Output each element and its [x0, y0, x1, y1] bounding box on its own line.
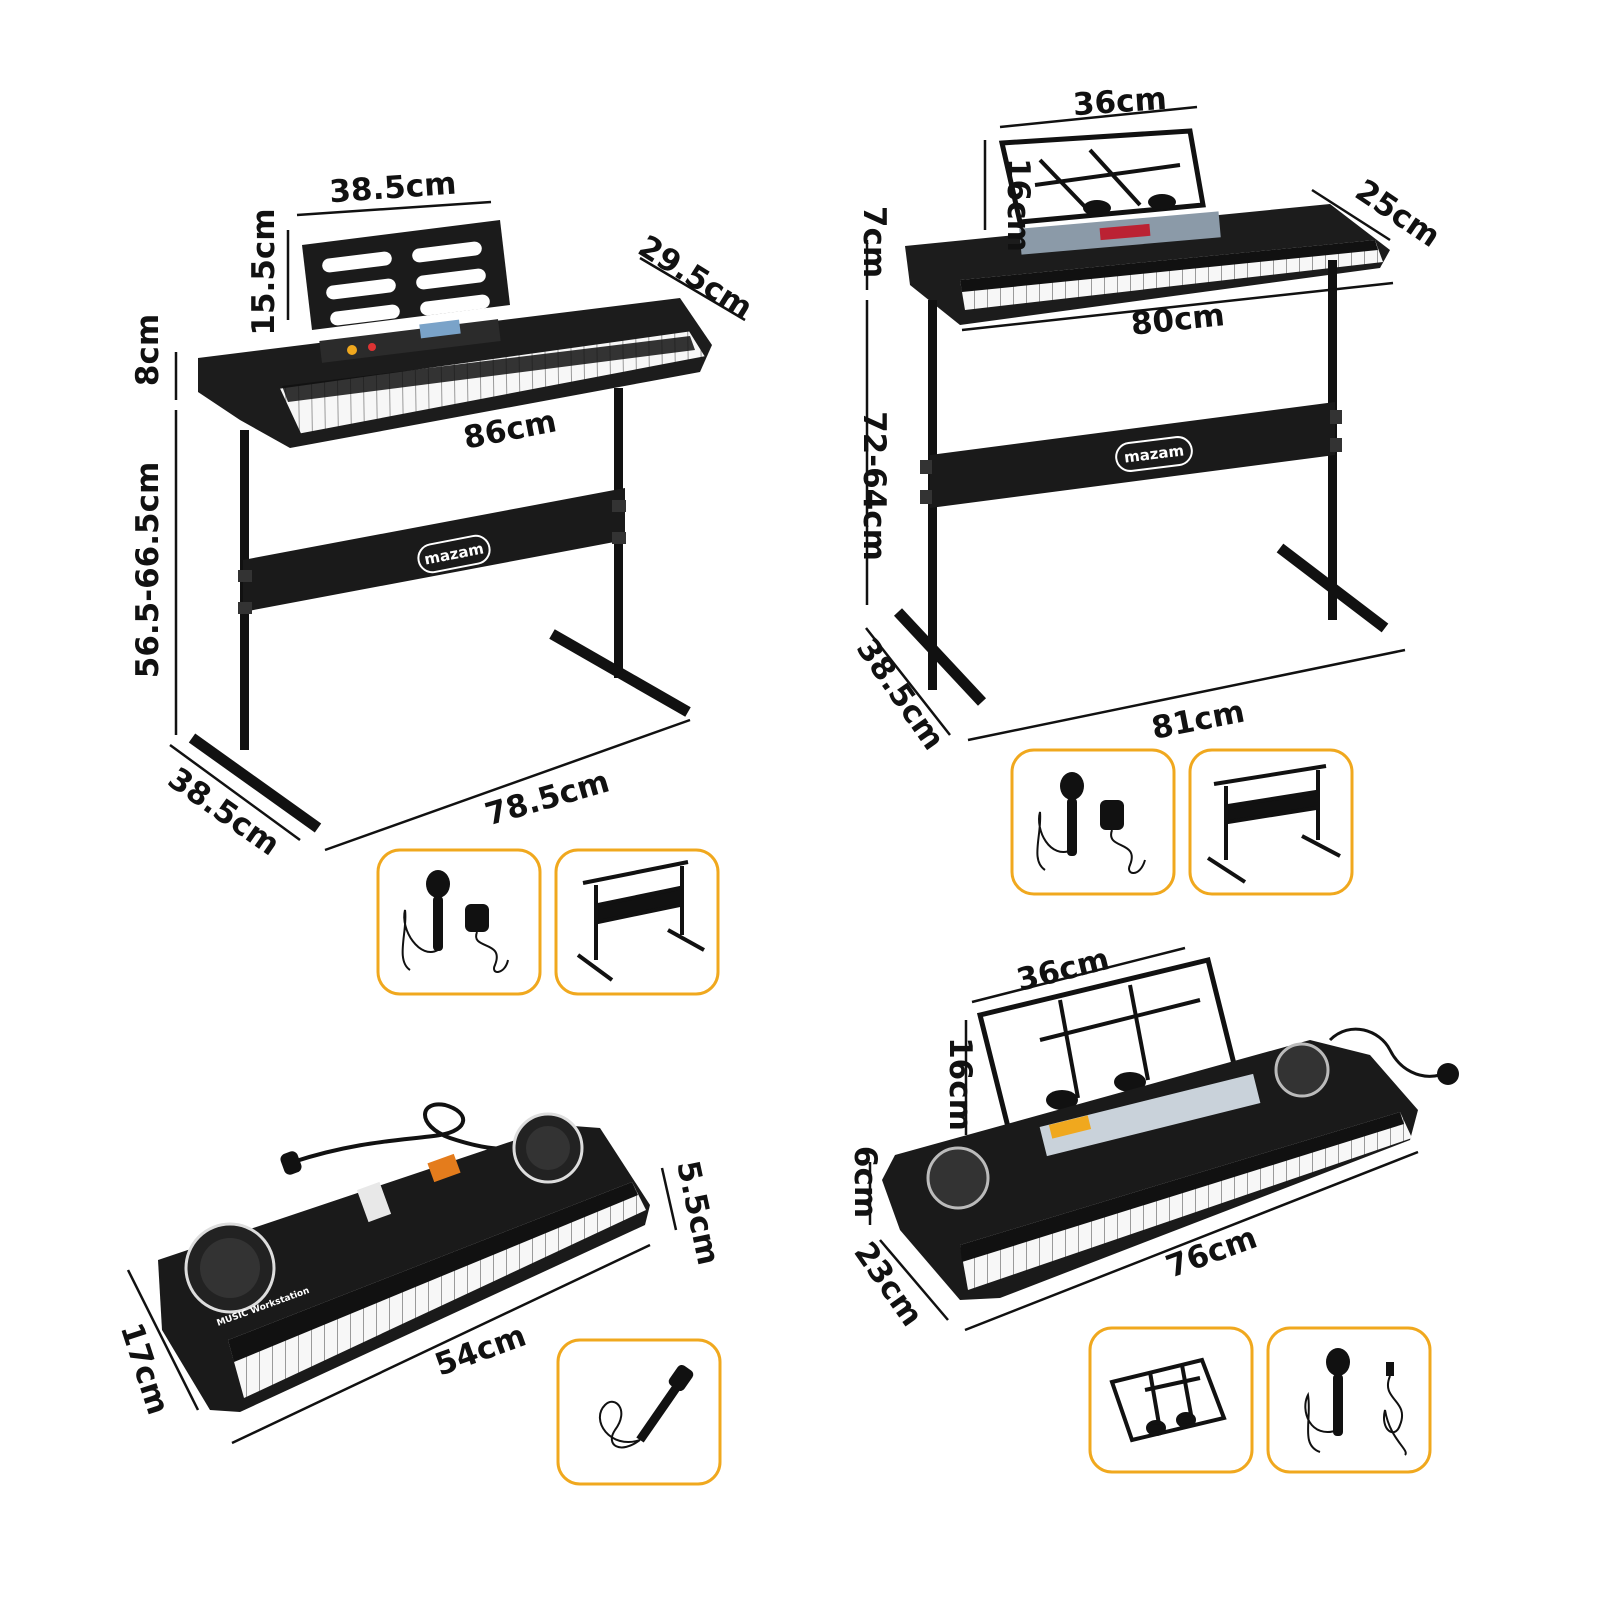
stand-height-label: 15.5cm — [246, 208, 282, 335]
dimension-lines — [126, 1167, 678, 1445]
keyboard-body — [198, 298, 712, 448]
base-width-label: 78.5cm — [481, 764, 613, 834]
stand-height-label: 16cm — [1000, 158, 1036, 252]
music-stand-icon — [1109, 1357, 1227, 1443]
accessory-panel-stand — [554, 848, 720, 996]
music-stand — [998, 128, 1206, 225]
accessory-panel-microphone-usb — [1266, 1326, 1432, 1474]
keyboard-body — [905, 204, 1390, 325]
microphone-adapter-icon — [1036, 772, 1146, 874]
keyboard-stand: mazam — [893, 260, 1389, 706]
product-keyboard-stand-b: mazam 36cm 16cm 25cm 7cm 80cm 72-64cm 38… — [849, 81, 1447, 896]
accessory-panel-microphone — [556, 1338, 722, 1486]
product-portable-keyboard-c: MUSIC Workstation 5.5cm 17cm 54cm — [113, 1102, 726, 1486]
keyboard-stand: mazam — [188, 388, 691, 833]
base-width-label: 81cm — [1149, 694, 1248, 747]
microphone-icon — [599, 1364, 694, 1449]
brand-logo: mazam — [417, 534, 491, 574]
dimension-lines — [865, 105, 1406, 742]
microphone-adapter-icon — [401, 870, 509, 973]
stand-height-label: 16cm — [942, 1037, 978, 1131]
dimension-lines — [868, 946, 1419, 1332]
accessory-panel-music-stand — [1088, 1326, 1254, 1474]
stand-width-label: 38.5cm — [328, 166, 457, 211]
keyboard-stand-icon — [1206, 764, 1341, 884]
stand-width-label: 36cm — [1072, 81, 1168, 123]
body-height-label: 7cm — [856, 206, 892, 278]
music-stand — [302, 220, 510, 330]
accessory-panel-stand — [1188, 748, 1354, 896]
accessory-panel-microphone-adapter — [1010, 748, 1176, 896]
keyboard-body: MUSIC Workstation — [158, 1112, 650, 1412]
keyboard-body — [882, 1040, 1418, 1300]
height-label: 5.5cm — [669, 1158, 726, 1269]
microphone-with-cable — [280, 1102, 511, 1175]
microphone-usb-cable-icon — [1304, 1348, 1407, 1456]
length-label: 54cm — [430, 1318, 530, 1384]
body-height-label: 8cm — [130, 314, 166, 386]
body-height-label: 6cm — [847, 1146, 883, 1218]
base-depth-label: 38.5cm — [161, 761, 286, 863]
keyboard-stand-icon — [576, 860, 705, 982]
product-keyboard-stand-a: mazam 38.5cm 15.5cm 29.5cm 8cm 86cm 56.5… — [130, 166, 759, 996]
keyboard-length-label: 80cm — [1129, 297, 1226, 343]
dimension-lines — [169, 200, 746, 852]
product-portable-keyboard-d: 36cm 16cm 6cm 23cm 76cm — [847, 941, 1459, 1474]
adjustable-height-label: 72-64cm — [856, 411, 892, 561]
accessory-panel-microphone-adapter — [376, 848, 542, 996]
microphone-with-cable — [1328, 1027, 1459, 1085]
brand-logo: mazam — [1115, 436, 1193, 472]
adjustable-height-label: 56.5-66.5cm — [130, 462, 166, 679]
